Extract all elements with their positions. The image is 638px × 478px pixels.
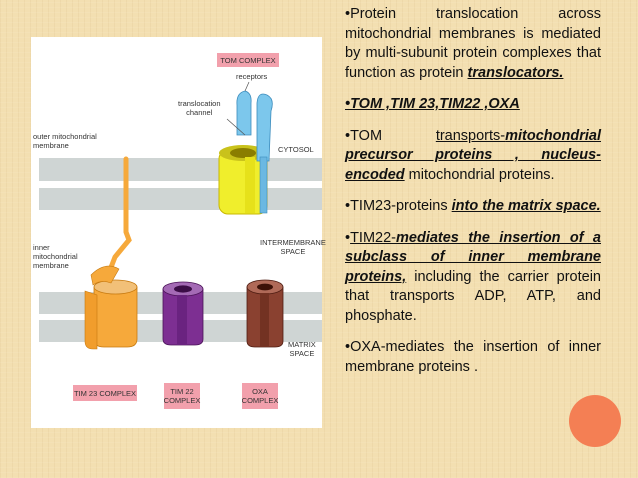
tim22-complex-label: TIM 22 COMPLEX	[164, 383, 200, 409]
para-tim23: •TIM23-proteins into the matrix space.	[345, 198, 601, 214]
oxa-complex-shape	[246, 279, 284, 348]
para-translocators: •Protein translocation across mitochondr…	[345, 6, 601, 81]
text-column: •Protein translocation across mitochondr…	[345, 5, 601, 389]
receptors-leader	[244, 81, 250, 92]
receptors-shape	[236, 90, 273, 214]
intermembrane-space-label: INTERMEMBRANE SPACE	[260, 238, 326, 256]
cytosol-label: CYTOSOL	[278, 145, 314, 154]
para-tom: •TOM transports-mitochondrial precursor …	[345, 127, 601, 183]
tom-complex-label: TOM COMPLEX	[217, 53, 279, 67]
oxa-complex-label: OXA COMPLEX	[242, 383, 278, 409]
translocators-term: translocators.	[467, 64, 564, 81]
outer-membrane-label: outer mitochondrial membrane	[33, 132, 97, 150]
receptors-label: receptors	[236, 72, 268, 81]
tim22-complex-shape	[162, 281, 204, 346]
outer-membrane-band	[39, 158, 322, 181]
para-complex-list: •TOM ,TIM 23,TIM22 ,OXA	[345, 96, 520, 112]
para-oxa: •OXA-mediates the insertion of inner mem…	[345, 339, 601, 375]
tim23-complex-label: TIM 23 COMPLEX	[73, 385, 137, 401]
outer-membrane-band-lower	[39, 188, 322, 210]
translocator-diagram	[39, 81, 322, 350]
precursor-protein-strand	[102, 156, 132, 286]
para-tim22: •TIM22-mediates the insertion of a subcl…	[345, 229, 601, 324]
diagram-panel: TOM COMPLEX receptors translocation chan…	[31, 37, 326, 428]
tim23-complex-shape	[84, 265, 138, 350]
matrix-space-label: MATRIX SPACE	[288, 340, 316, 358]
orange-dot-decoration	[569, 395, 621, 447]
channel-leader	[226, 118, 246, 136]
inner-membrane-label: inner mitochondrial membrane	[33, 243, 78, 270]
translocation-channel-label: translocation channel	[178, 99, 221, 117]
